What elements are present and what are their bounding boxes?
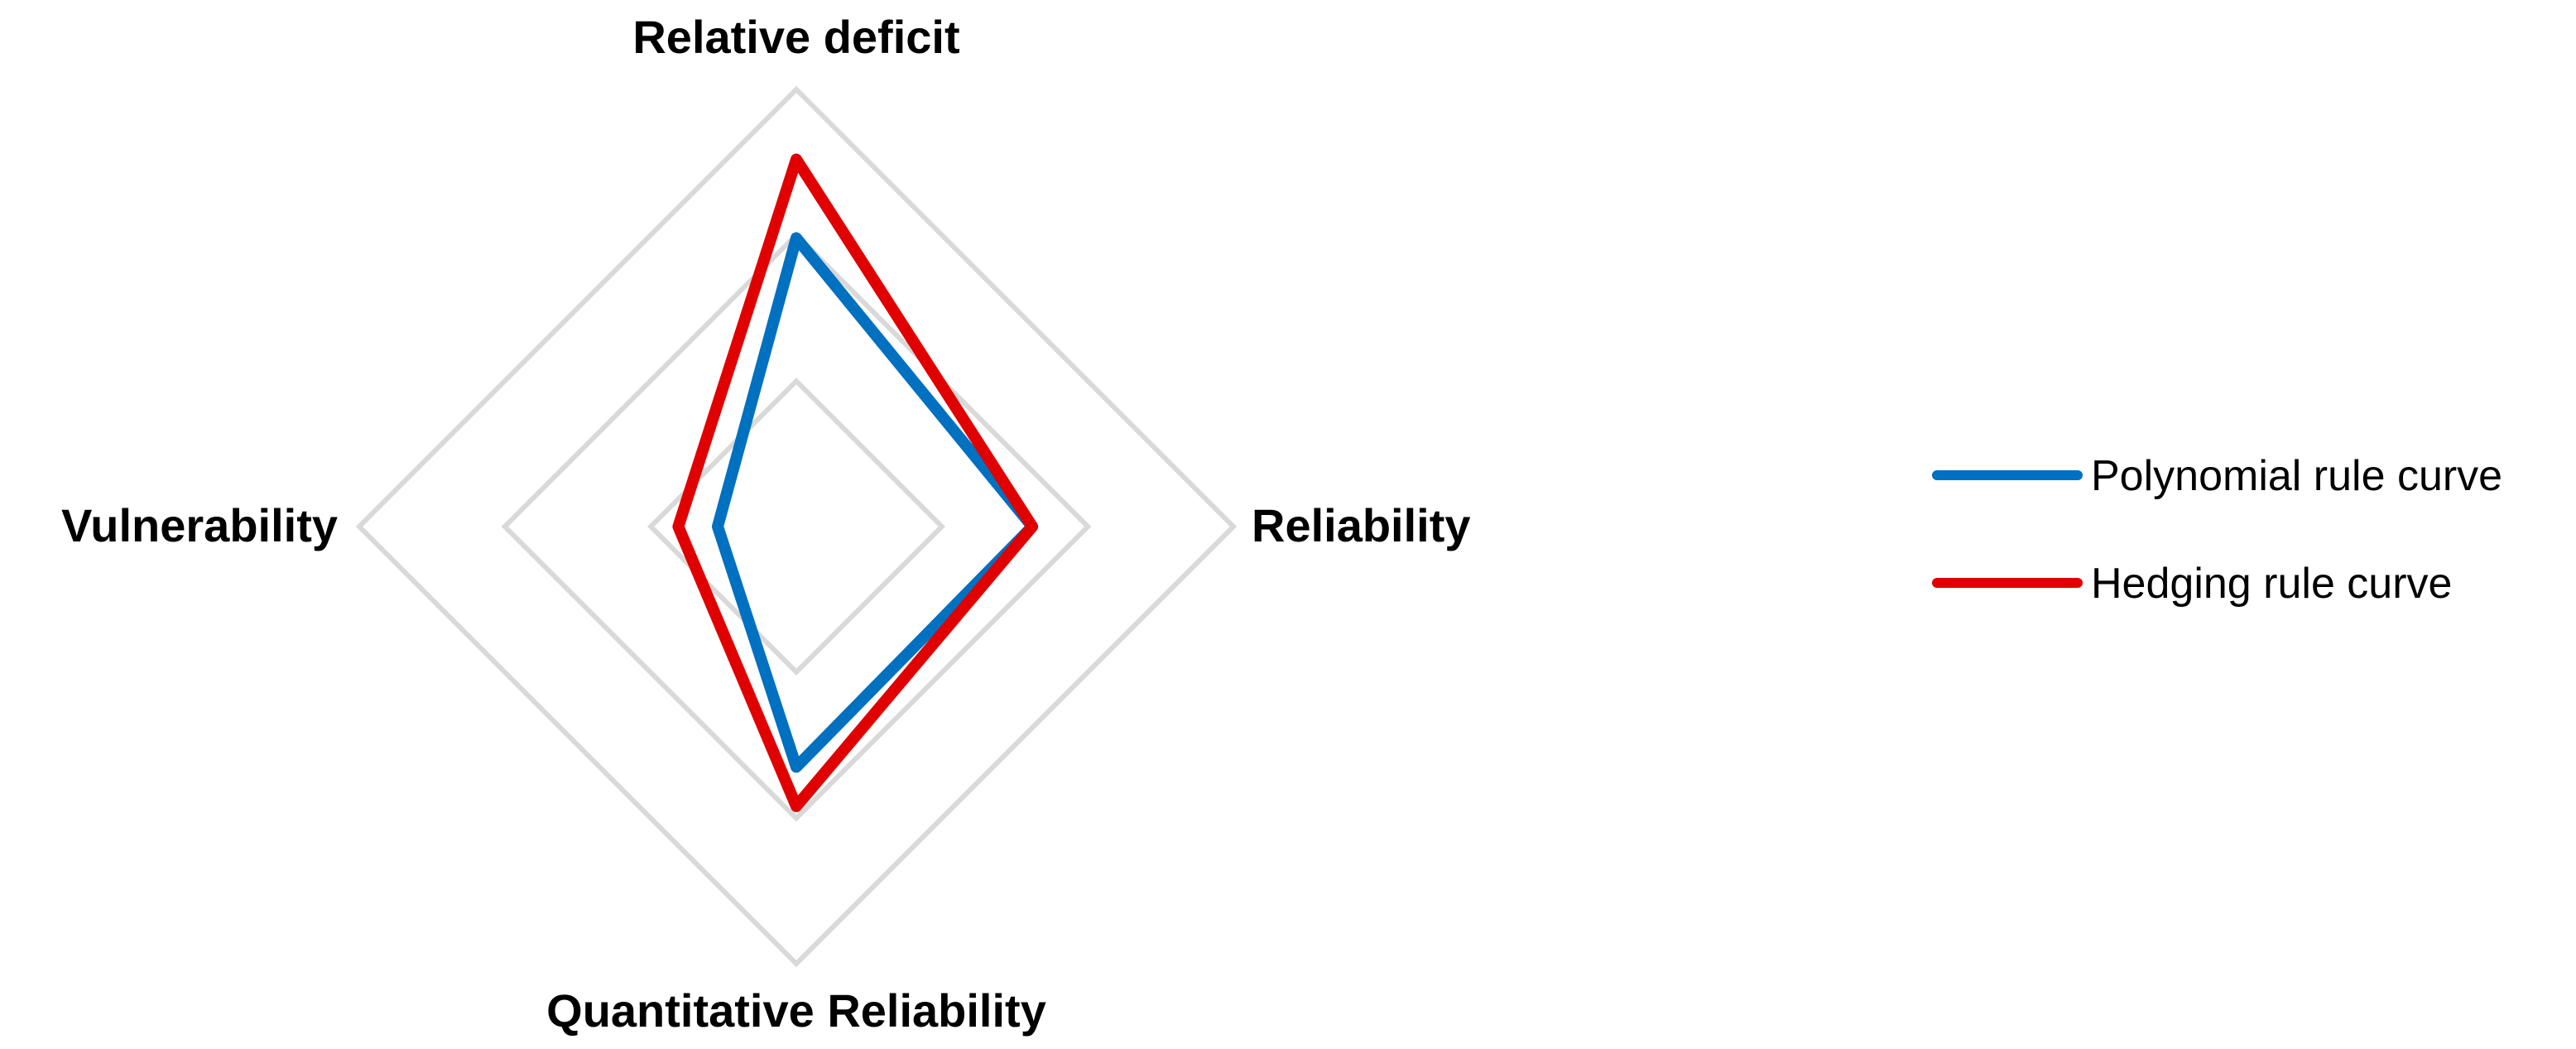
legend-item-polynomial: Polynomial rule curve [1932,452,2502,500]
axis-label-quantitative-reliability: Quantitative Reliability [546,984,1046,1037]
radar-series [672,153,1039,812]
radar-grid [355,85,1238,968]
legend: Polynomial rule curve Hedging rule curve [1932,452,2502,608]
series-polygon-hedging [672,153,1039,812]
legend-label-polynomial: Polynomial rule curve [2091,452,2502,500]
series-polygon-polynomial [712,232,1039,773]
grid-ring-3 [355,85,1238,968]
axis-label-relative-deficit: Relative deficit [632,11,959,63]
legend-item-hedging: Hedging rule curve [1932,560,2452,608]
axis-label-reliability: Reliability [1252,499,1471,551]
grid-ring-2 [501,231,1092,822]
axis-label-vulnerability: Vulnerability [61,499,338,551]
legend-label-hedging: Hedging rule curve [2091,560,2452,608]
grid-ring-1 [646,377,946,676]
